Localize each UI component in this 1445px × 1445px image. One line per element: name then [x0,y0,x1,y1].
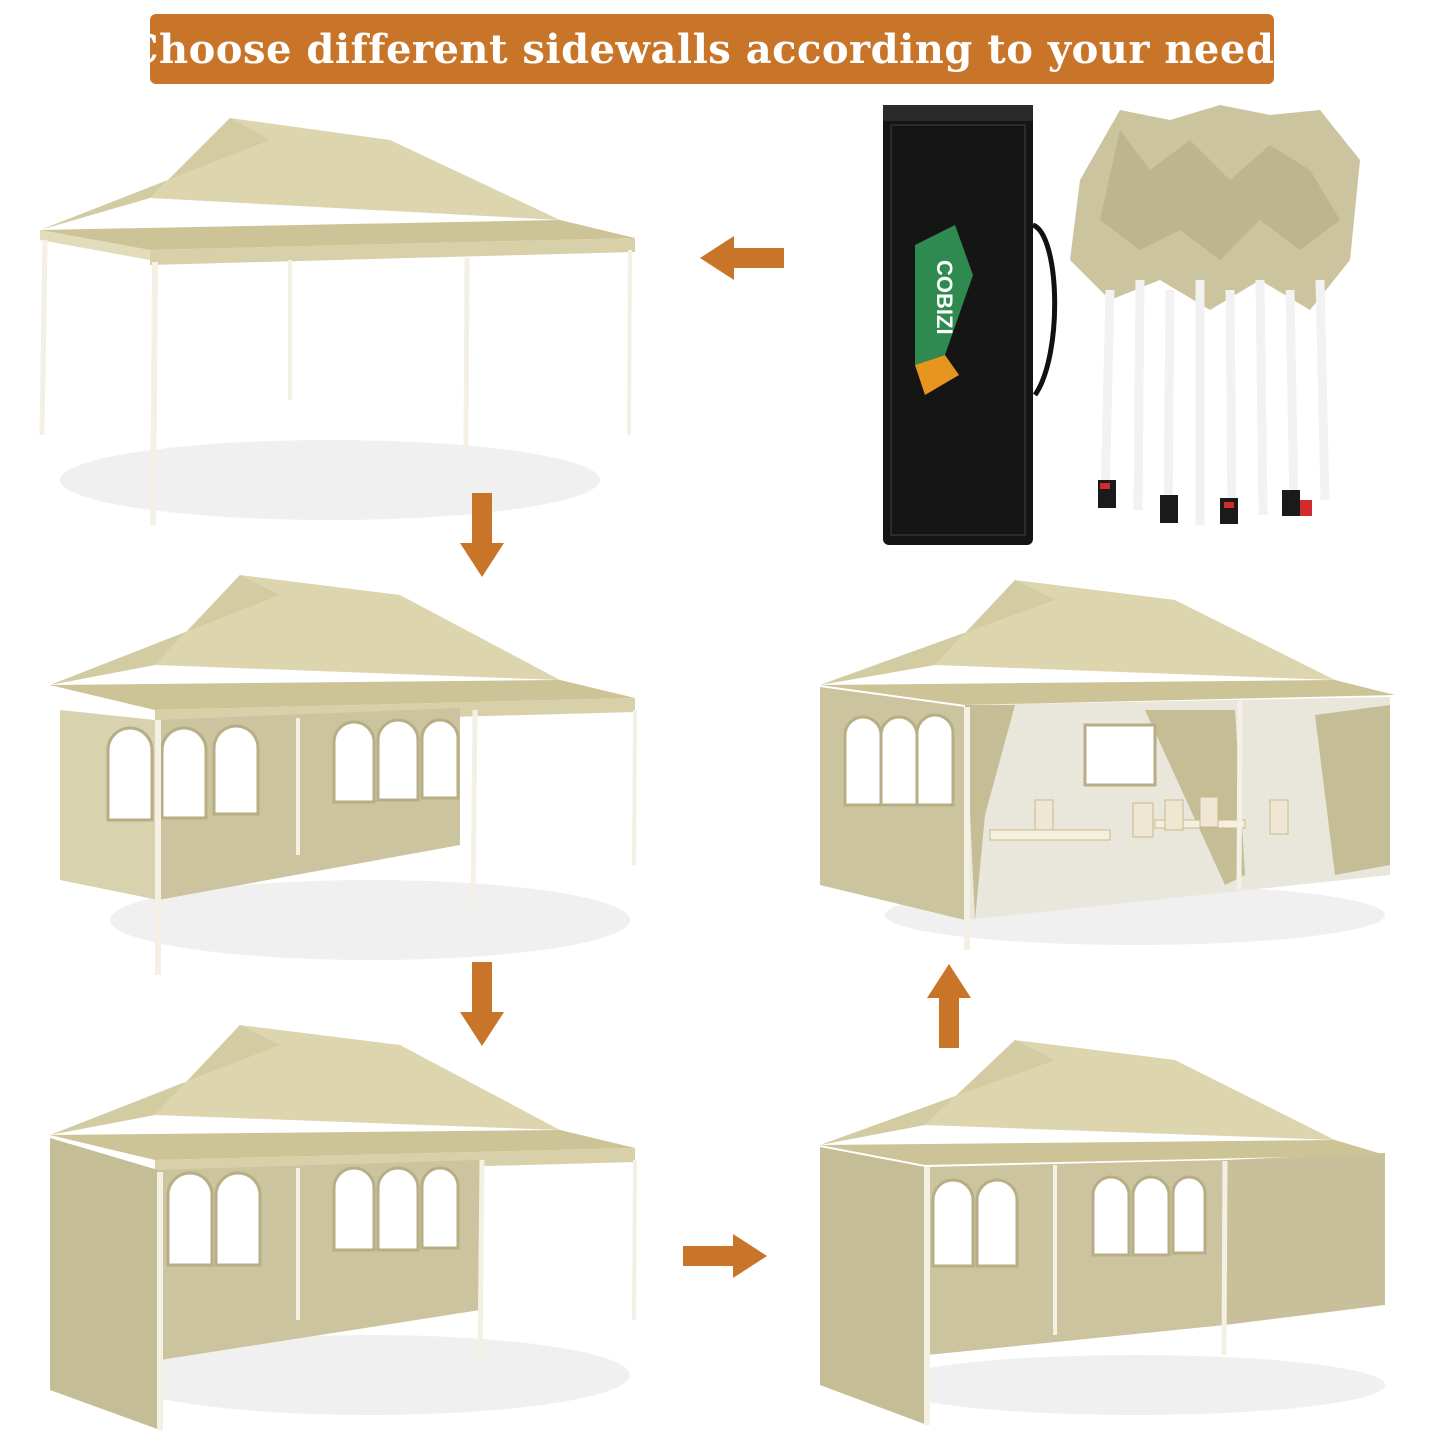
tent-four-sidewalls [815,1035,1400,1430]
tent-event-setup [815,575,1400,955]
bag-logo: COBIZI [932,260,957,335]
folded-frame [1060,100,1370,550]
carry-bag: COBIZI [875,95,1065,555]
tent-three-sidewalls [40,1020,650,1435]
arrow-left-icon [700,236,784,280]
banner-title: Choose different sidewalls according to … [126,25,1298,73]
arrow-down-icon [460,962,504,1046]
arrow-right-icon [683,1234,767,1278]
arrow-up-icon [927,964,971,1048]
title-banner: Choose different sidewalls according to … [127,14,1297,84]
tent-no-sidewalls [30,110,650,530]
arrow-down-icon [460,493,504,577]
tent-two-sidewalls [40,570,650,980]
